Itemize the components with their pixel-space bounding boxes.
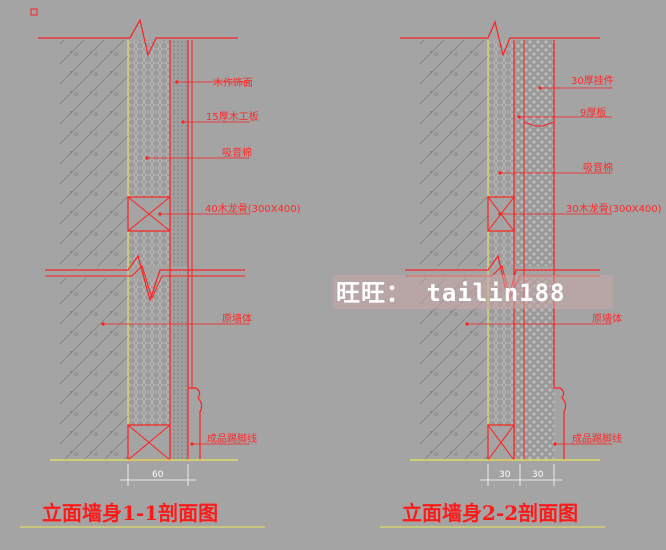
s1-label-keel: 40木龙骨(300X400) [205, 202, 301, 215]
s2-label-wall: 原墙体 [592, 312, 622, 325]
s1-title: 立面墙身1-1剖面图 [42, 501, 218, 525]
section-2-drawing [400, 20, 612, 486]
break-gap [40, 266, 200, 278]
original-wall-hatch-2 [420, 40, 488, 460]
top-break-line [38, 18, 238, 57]
dimension-1 [120, 464, 196, 486]
keel-box-lower [127, 424, 171, 461]
s2-label-keel: 30木龙骨(300X400) [566, 202, 662, 215]
section-1-drawing [38, 18, 250, 486]
stone-layer-2 [514, 40, 554, 460]
keel-box-lower-2 [487, 424, 515, 461]
watermark-text: 旺旺： tailin188 [336, 279, 566, 307]
original-wall-hatch [60, 40, 128, 460]
s1-label-skirting: 成品踢脚线 [207, 432, 257, 445]
s2-label-insulation: 吸音棉 [583, 161, 613, 174]
s2-label-hanger: 30厚挂件 [571, 74, 614, 87]
s1-label-finish: 木作饰面 [213, 76, 253, 89]
board-layer [170, 40, 188, 460]
s1-label-board: 15厚木工板 [206, 110, 259, 123]
s2-label-skirting: 成品踢脚线 [572, 432, 622, 445]
s2-title: 立面墙身2-2剖面图 [402, 501, 578, 525]
s1-label-wall: 原墙体 [222, 312, 252, 325]
s2-dimension-text-1: 30 [499, 470, 511, 480]
watermark: 旺旺： tailin188 [333, 275, 613, 309]
dimension-2 [480, 464, 562, 486]
insulation-fill-2 [488, 40, 514, 460]
insulation-fill [128, 40, 170, 460]
skirting-profile [188, 387, 203, 460]
s1-label-insulation: 吸音棉 [222, 146, 252, 159]
s2-dimension-text-2: 30 [532, 470, 544, 480]
middle-break-line [45, 254, 245, 303]
s2-label-board: 9厚板 [580, 106, 606, 119]
corner-marker [30, 8, 38, 16]
s1-dimension-text: 60 [152, 470, 164, 480]
